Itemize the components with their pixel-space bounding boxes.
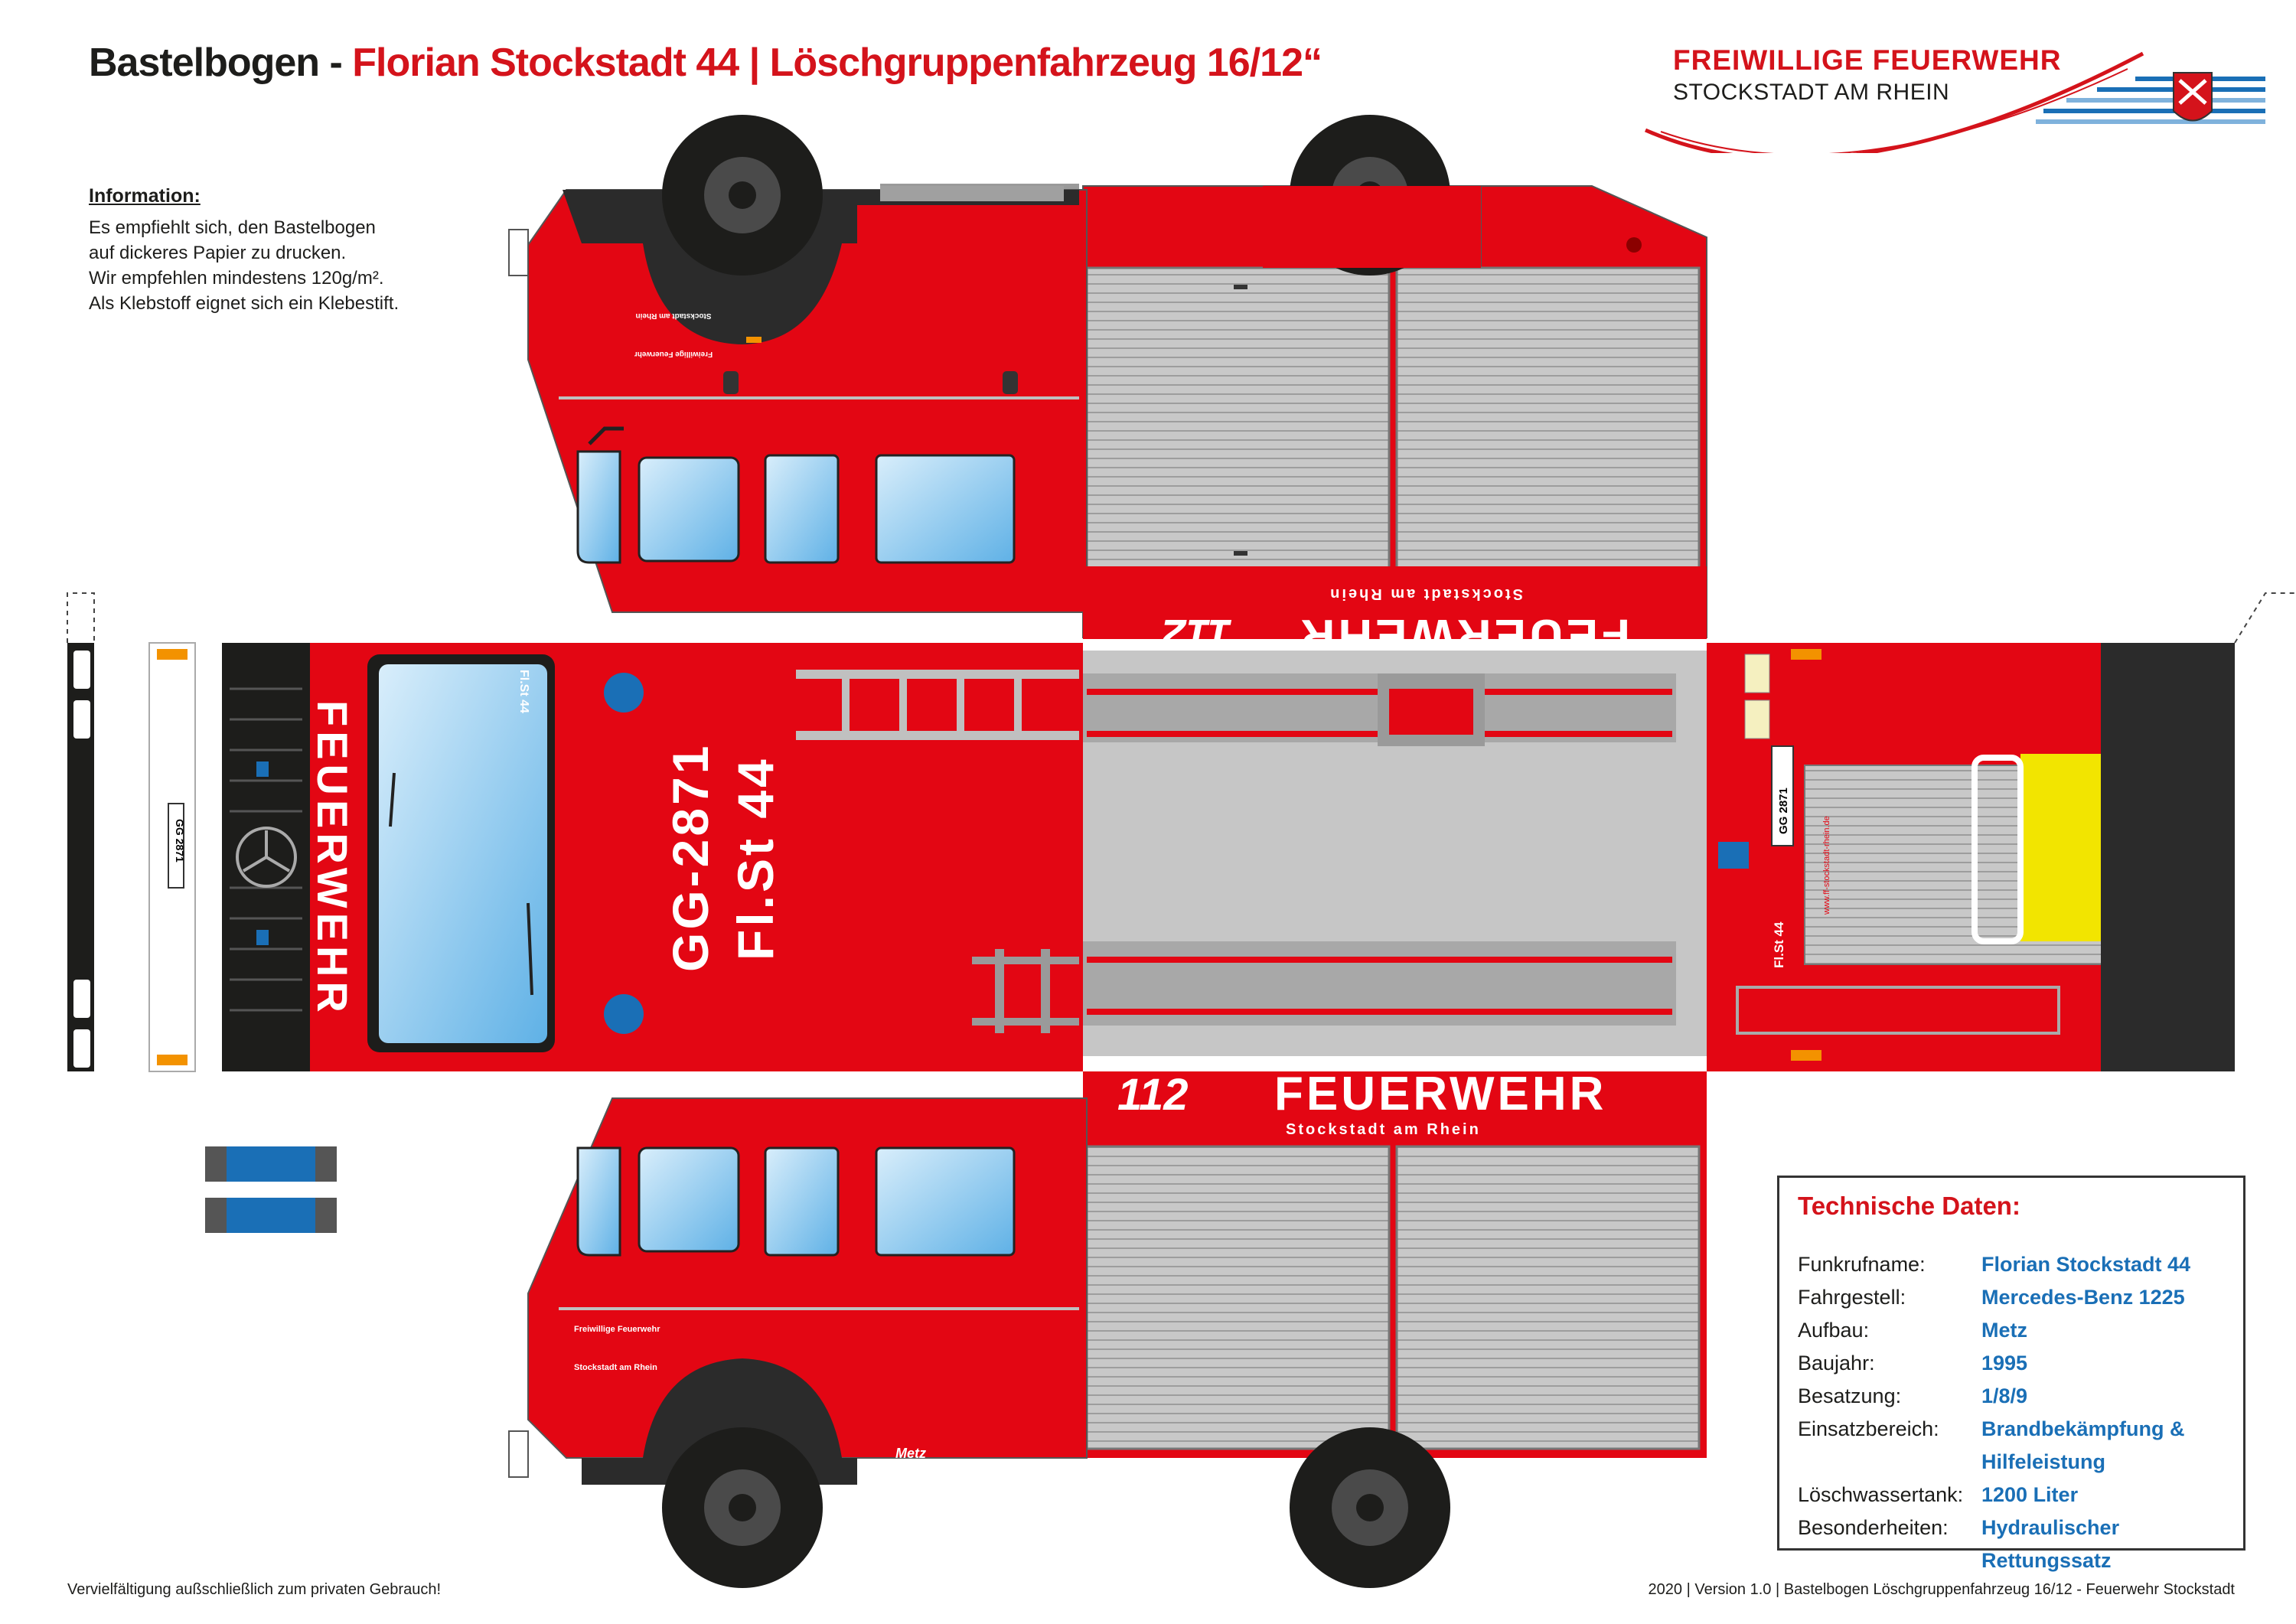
tech-value: Mercedes-Benz 1225 — [1981, 1286, 2185, 1309]
mirror-cutout — [205, 1146, 337, 1233]
info-line: Als Klebstoff eignet sich ein Klebestift… — [89, 293, 400, 314]
tech-value: Brandbekämpfung & Hilfeleistung — [1981, 1417, 2185, 1473]
door-text: Freiwillige Feuerwehr — [574, 1325, 660, 1334]
title-vehicle: Florian Stockstadt 44 | Löschgruppenfahr… — [352, 41, 1322, 85]
shutter-door — [1085, 1145, 1391, 1450]
technical-data-box: Technische Daten: Funkrufname: Florian St… — [1777, 1176, 2245, 1572]
title-prefix: Bastelbogen - — [89, 41, 343, 85]
door-emblem: Freiwillige Feuerwehr Stockstadt am Rhei… — [634, 311, 713, 358]
tech-value: Metz — [1981, 1319, 2027, 1342]
windshield-callsign: Fl.St 44 — [517, 670, 530, 713]
tech-row: Besonderheiten: Hydraulischer Rettungssat… — [1798, 1511, 2225, 1577]
tech-row: Besatzung: 1/8/9 — [1798, 1380, 2225, 1413]
wheel-icon — [662, 1427, 823, 1588]
tech-row: Einsatzbereich: Brandbekämpfung & Hilfele… — [1798, 1413, 2225, 1479]
shutter-door — [1085, 266, 1391, 572]
tech-row: Funkrufname: Florian Stockstadt 44 — [1798, 1248, 2225, 1281]
footer-version: 2020 | Version 1.0 | Bastelbogen Löschgr… — [1648, 1581, 2235, 1598]
feuerwehr-label-front: FEUERWEHR — [308, 700, 357, 1017]
roof-ladder — [1083, 673, 1676, 746]
tech-value: Hydraulischer Rettungssatz — [1981, 1516, 2120, 1572]
wheel-icon — [662, 115, 823, 276]
tech-row: Aufbau: Metz — [1798, 1314, 2225, 1347]
shutter-door — [1395, 1145, 1701, 1450]
tech-key: Funkrufname: — [1798, 1253, 1926, 1276]
logo-subtitle: STOCKSTADT AM RHEIN — [1673, 80, 1950, 105]
website-label: www.ff-stockstadt-rhein.de — [1822, 816, 1831, 915]
feuerwehr-label-lower: FEUERWEHR — [1274, 1068, 1606, 1120]
door-text: Stockstadt am Rhein — [574, 1363, 657, 1372]
footer-disclaimer: Vervielfältigung außschließlich zum priv… — [67, 1581, 442, 1598]
tech-value: 1200 Liter — [1981, 1483, 2079, 1506]
plate-number: GG-2871 — [662, 743, 719, 972]
tech-key: Besatzung: — [1798, 1384, 1902, 1407]
tech-title: Technische Daten: — [1798, 1192, 2020, 1220]
roof-strip: GG 2871 FEUERWEHR Fl.St 44 GG-2871 Fl.St… — [67, 592, 2296, 1072]
tech-row: Fahrgestell: Mercedes-Benz 1225 — [1798, 1281, 2225, 1314]
front-plate-small: GG 2871 — [174, 819, 186, 863]
tech-key: Baujahr: — [1798, 1352, 1875, 1375]
tech-key: Aufbau: — [1798, 1319, 1870, 1342]
roof-ladder — [1083, 941, 1676, 1026]
door-text: Freiwillige Feuerwehr — [634, 350, 713, 358]
tech-key: Einsatzbereich: — [1798, 1417, 1939, 1440]
tech-value: 1995 — [1981, 1352, 2028, 1375]
info-line: Wir empfehlen mindestens 120g/m². — [89, 268, 384, 289]
rear-plate-small: GG 2871 — [1777, 788, 1790, 834]
mercedes-star-icon — [236, 827, 297, 888]
tech-value: 1/8/9 — [1981, 1384, 2028, 1407]
info-line: auf dickeres Papier zu drucken. — [89, 243, 347, 263]
shutter-door — [1395, 266, 1701, 572]
coat-of-arms-icon — [2173, 72, 2213, 122]
tech-value: Florian Stockstadt 44 — [1981, 1253, 2191, 1276]
tech-key: Löschwassertank: — [1798, 1483, 1964, 1506]
page-title: Bastelbogen - Florian Stockstadt 44 | Lö… — [89, 40, 1322, 86]
tech-row: Löschwassertank: 1200 Liter — [1798, 1479, 2225, 1511]
town-label-lower: Stockstadt am Rhein — [1286, 1121, 1481, 1138]
tech-key: Fahrgestell: — [1798, 1286, 1906, 1309]
brand-label: Metz — [895, 1446, 926, 1461]
info-title: Information: — [89, 185, 201, 207]
info-line: Es empfiehlt sich, den Bastelbogen — [89, 217, 376, 238]
tech-row: Baujahr: 1995 — [1798, 1347, 2225, 1380]
upper-side-panel: Freiwillige Feuerwehr Stockstadt am Rhei… — [508, 115, 1707, 662]
rear-callsign-small: Fl.St 44 — [1772, 921, 1786, 968]
callsign-label: Fl.St 44 — [727, 756, 784, 960]
wheel-icon — [1290, 1427, 1450, 1588]
logo-swoosh — [1644, 51, 2265, 153]
door-text: Stockstadt am Rhein — [636, 311, 712, 320]
info-box: Information: Es empfiehlt sich, den Bast… — [89, 184, 487, 316]
town-label-upper: Stockstadt am Rhein — [1328, 585, 1523, 602]
logo-title: FREIWILLIGE FEUERWEHR — [1673, 44, 2062, 76]
tech-key: Besonderheiten: — [1798, 1516, 1949, 1539]
lower-side-panel: 112 FEUERWEHR Stockstadt am Rhein Freiwi… — [508, 1068, 1707, 1588]
emergency-number-lower: 112 — [1117, 1070, 1188, 1120]
